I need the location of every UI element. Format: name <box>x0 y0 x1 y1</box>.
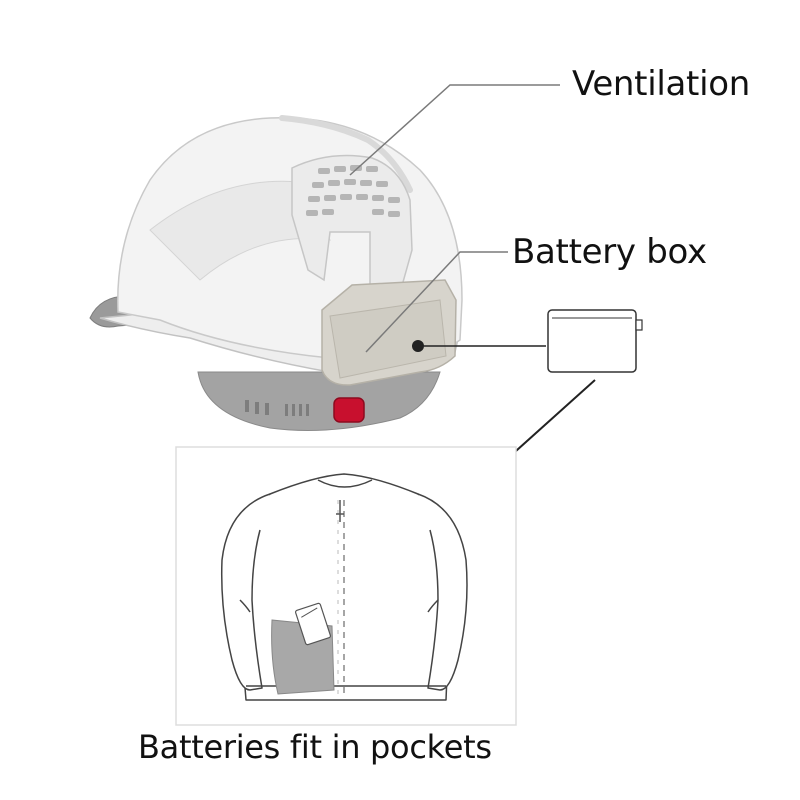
hard-hat-icon <box>89 115 463 431</box>
jacket-body <box>239 473 451 701</box>
battery-box-label: Battery box <box>512 232 707 272</box>
battery-connector <box>412 340 546 352</box>
jacket-collar <box>317 479 373 488</box>
jacket-right-sleeve <box>417 493 468 691</box>
red-dial-button <box>333 397 365 423</box>
battery-box-leader-line <box>365 251 508 353</box>
helmet-harness <box>197 371 441 431</box>
ventilation-slots <box>306 165 400 217</box>
jacket-left-sleeve <box>220 493 271 691</box>
caption-label: Batteries fit in pockets <box>138 728 492 766</box>
ventilation-leader-line <box>349 84 560 176</box>
jacket-right-cuff <box>427 599 439 613</box>
harness-slots <box>245 400 309 416</box>
ventilation-label: Ventilation <box>572 64 750 104</box>
helmet-crest <box>279 115 413 193</box>
battery-pack-icon <box>547 309 643 373</box>
ventilation-housing <box>291 154 413 301</box>
helmet-side-ridge <box>149 180 331 281</box>
jacket-pocket <box>271 602 335 695</box>
battery-box-face <box>329 299 447 379</box>
jacket-zipper <box>336 500 345 698</box>
jacket-left-cuff <box>239 599 251 613</box>
leader-lines <box>349 84 560 353</box>
